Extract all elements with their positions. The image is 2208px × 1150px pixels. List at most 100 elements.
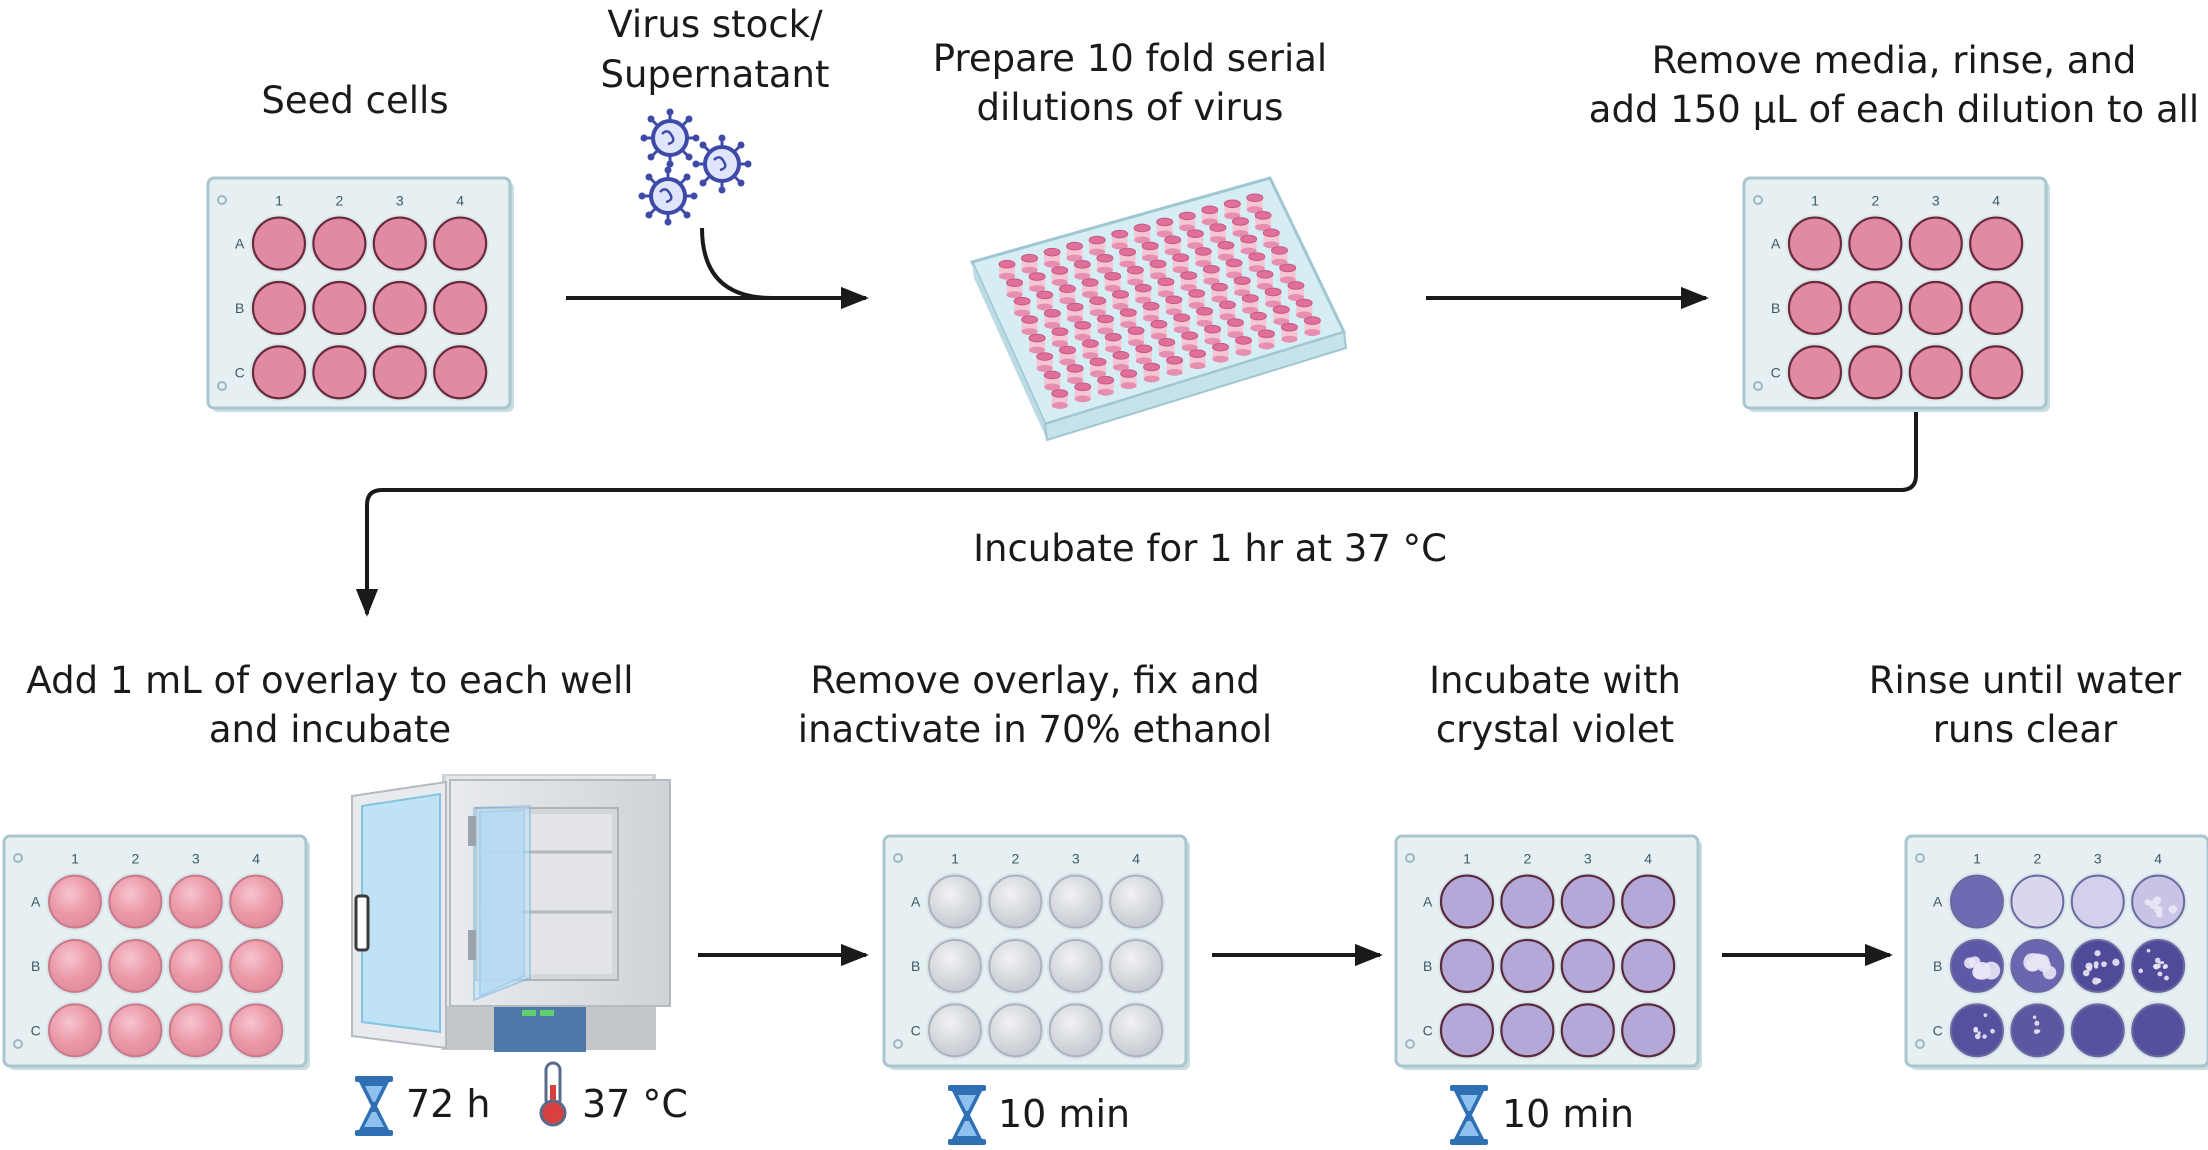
well [927,874,982,929]
well [1051,340,1068,348]
well [1126,265,1144,275]
well [1256,270,1274,279]
well [1969,216,2024,271]
well [1120,382,1137,390]
plate-row-label: A [911,894,921,910]
plate-row-label: C [1933,1022,1943,1038]
plate-row-label: B [911,958,920,974]
96-well-plate-icon [969,176,1348,442]
well [1150,332,1167,340]
well [1074,321,1092,330]
plate-column-label: 3 [1584,851,1592,867]
plate-column-label: 4 [2154,851,2162,867]
well [1621,938,1676,994]
well [1223,199,1241,209]
well [1112,302,1129,310]
well [1262,228,1280,238]
well [1271,250,1288,263]
well [108,874,163,929]
well [1787,345,1843,400]
well [1021,253,1039,263]
plate-column-label: 3 [1072,851,1080,867]
plaque [2034,1020,2040,1026]
well [1059,297,1076,305]
well [1028,272,1046,281]
well [1166,356,1184,365]
step-fix-label: Remove overlay, fix and inactivate in 70… [797,659,1273,751]
plaque [2042,965,2057,980]
well [1189,362,1206,370]
well [1201,218,1218,226]
well [108,1003,163,1058]
well [1013,296,1031,306]
well [1043,247,1061,257]
well [1500,874,1555,929]
plate-column-label: 2 [2033,851,2041,867]
well [988,938,1043,993]
well [1295,298,1313,308]
well [1109,1003,1164,1058]
well [47,938,102,993]
well [1119,308,1137,317]
well [1127,326,1145,335]
well [1226,318,1244,327]
well [1181,344,1198,352]
well [1028,333,1046,343]
plate-column-label: 4 [1644,851,1652,867]
well [1178,211,1196,221]
plate-column-label: 3 [396,193,404,209]
incubate-time-label: 72 h [406,1082,491,1126]
well [1787,280,1843,336]
well [1211,295,1228,303]
well [1119,247,1137,257]
well [1074,272,1091,280]
plaque [2082,969,2090,977]
well [1143,314,1160,322]
well [1217,245,1234,258]
well [1143,362,1161,372]
well [1500,1003,1555,1058]
plaque [2153,896,2162,905]
well [1074,395,1091,403]
well [1217,240,1235,250]
well [251,216,307,271]
plaque [2164,975,2169,981]
hourglass-icon [355,1076,393,1136]
arrow-icon [355,227,1918,967]
well [1241,294,1259,303]
well [1120,321,1137,329]
well [1119,260,1136,268]
plate-column-label: 1 [951,851,959,867]
well [1074,382,1092,392]
well [1212,355,1229,363]
well [1279,276,1296,284]
plaque [2157,971,2163,977]
well [1111,290,1129,299]
well [1021,328,1038,336]
well [1048,1003,1103,1058]
well [1304,329,1321,337]
well [1036,290,1054,300]
thermometer-icon [539,1061,567,1127]
step-virus-label: Virus stock/ Supernatant [600,3,830,96]
plate-row-label: C [911,1022,921,1038]
plate-row-label: C [235,364,245,380]
well [251,345,307,400]
well [1180,271,1198,280]
well [1281,335,1298,343]
well [1097,375,1115,385]
plaque [2163,963,2168,969]
plate-row-label: A [1771,236,1781,252]
well [1089,357,1107,367]
well [1209,223,1227,232]
plate-column-label: 1 [1973,851,1981,867]
well [1141,241,1159,251]
well [433,345,488,400]
well [1166,368,1183,376]
well [1908,216,1963,271]
well [1073,260,1091,269]
well [1273,318,1290,326]
well [1234,336,1252,345]
plate-row-label: C [1771,364,1781,380]
